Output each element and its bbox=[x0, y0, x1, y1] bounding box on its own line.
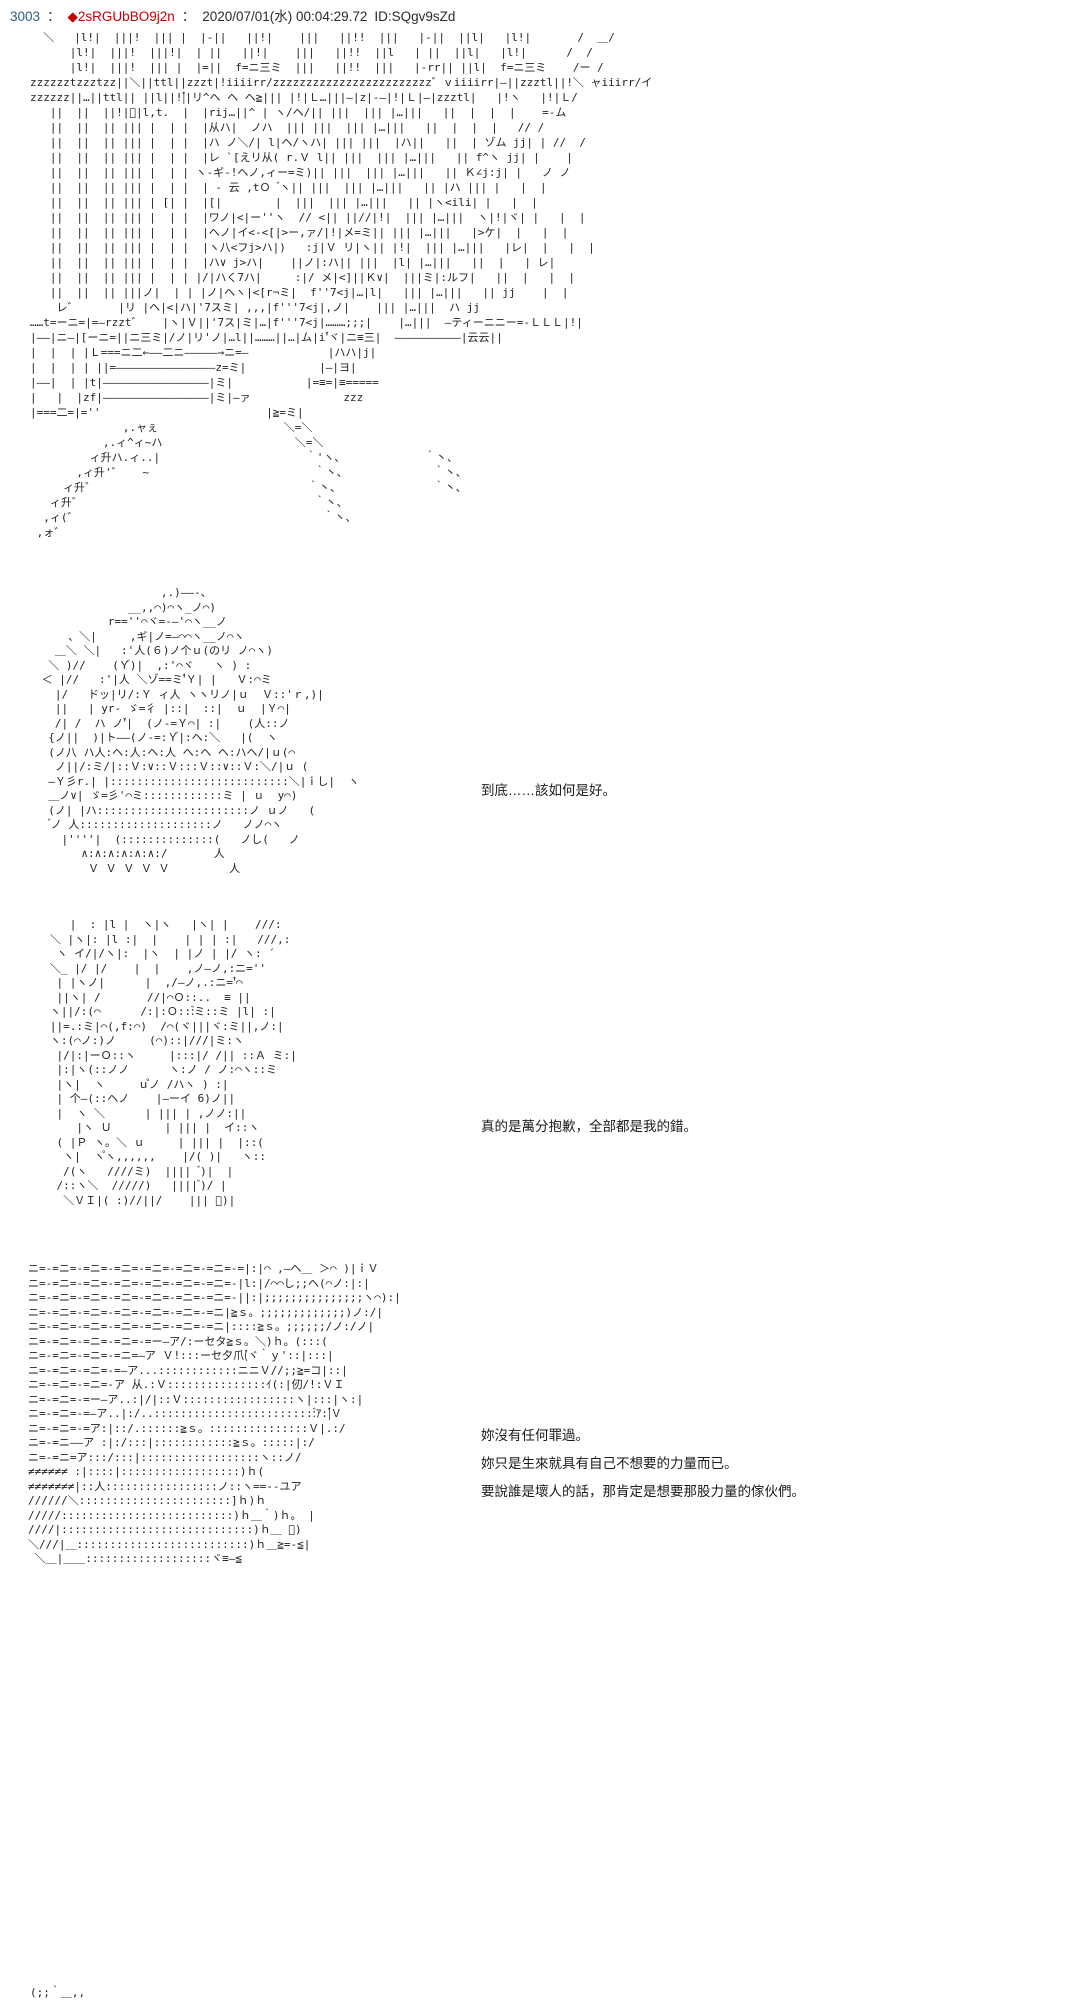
ascii-art-bottom-fragment: (;;｀＿,, bbox=[30, 1986, 86, 1999]
separator: ： bbox=[181, 9, 196, 24]
dialogue-line: 到底……該如何是好。 bbox=[481, 783, 616, 798]
post-user-id: ID:SQgv9sZd bbox=[374, 9, 456, 24]
ascii-art-scene-gate: ＼ |l!| |||! ||| | |‐|| ||!| ||| ||!! |||… bbox=[30, 31, 653, 539]
dialogue-line: 真的是萬分抱歉，全部都是我的錯。 bbox=[481, 1119, 697, 1134]
dialogue-line: 妳沒有任何罪過。 bbox=[481, 1428, 589, 1443]
post-number[interactable]: 3003 bbox=[10, 9, 41, 24]
post-datetime: 2020/07/01(水) 00:04:29.72 bbox=[202, 9, 368, 24]
ascii-art-character-comforting: ニ=-=ニ=-=ニ=-=ニ=-=ニ=-=ニ=-=ニ=-=|:|⌒ ,―ヘ＿ ＞⌒… bbox=[28, 1262, 401, 1565]
separator: ： bbox=[47, 9, 61, 24]
post-header: 3003 ： ◆2sRGUbBO9j2n ： 2020/07/01(水) 00:… bbox=[10, 5, 455, 25]
post-tripcode: ◆2sRGUbBO9j2n bbox=[67, 9, 175, 24]
ascii-art-character-apologizing: | : |l | ヽ|ヽ |ヽ| | ///: ＼ |ヽ|: |l :| | |… bbox=[49, 918, 297, 1207]
dialogue-line: 妳只是生來就具有自己不想要的力量而已。 bbox=[481, 1456, 738, 1471]
ascii-art-character-pondering: ,.)――-、 __,,⌒)⌒ヽ_ノ⌒) r==''⌒ヾ=-―'⌒ヽ__ノ 、＼… bbox=[41, 586, 360, 875]
dialogue-line: 要說誰是壞人的話，那肯定是想要那股力量的傢伙們。 bbox=[481, 1484, 805, 1499]
